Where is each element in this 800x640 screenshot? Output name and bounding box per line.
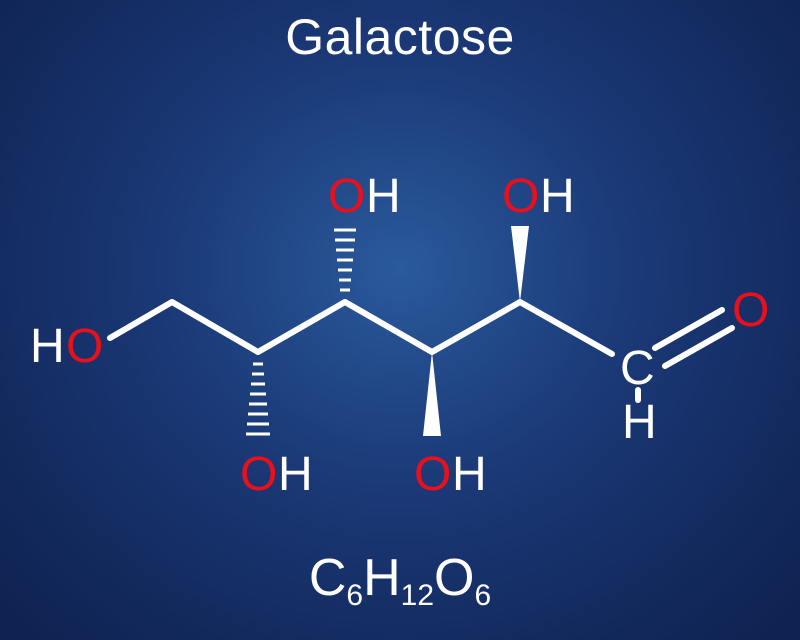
atom-c-aldehyde: C [620, 342, 655, 395]
atom-h-bottom-2: H [452, 448, 487, 501]
atom-o-bottom-1: O [240, 448, 277, 501]
bond-c4-c3 [342, 299, 435, 355]
hashed-bond-c4-oh [334, 228, 356, 292]
hashed-bond-c5-oh [246, 362, 270, 436]
molecular-formula: C6H12O6 [0, 548, 800, 613]
atom-o-top-2: O [502, 170, 539, 223]
atom-o-left: O [66, 320, 103, 373]
atom-h-left: H [30, 320, 65, 373]
atom-h-top-2: H [540, 170, 575, 223]
wedge-bond-c2-oh [511, 226, 529, 302]
bond-o-c6 [107, 299, 175, 341]
atom-h-bottom-1: H [278, 448, 313, 501]
formula-carbon: C [308, 549, 347, 607]
formula-hydrogen-count: 12 [400, 579, 435, 612]
formula-oxygen: O [434, 549, 475, 607]
atom-h-aldehyde: H [622, 396, 657, 449]
formula-hydrogen: H [363, 549, 401, 607]
bond-c1-o-double-b [662, 325, 735, 369]
formula-carbon-count: 6 [346, 579, 364, 612]
formula-oxygen-count: 6 [474, 579, 492, 612]
atom-o-aldehyde: O [732, 284, 769, 337]
bond-c3-c2 [429, 299, 523, 355]
molecule-title: Galactose [285, 9, 515, 65]
wedge-bond-c3-oh [423, 352, 441, 436]
bond-c6-c5 [169, 299, 261, 355]
bond-c1-o-double-a [652, 307, 725, 351]
atom-h-top-1: H [366, 170, 401, 223]
atom-o-bottom-2: O [414, 448, 451, 501]
bond-c5-c4 [255, 299, 348, 355]
atom-o-top-1: O [328, 170, 365, 223]
bond-c2-c1 [517, 299, 615, 357]
